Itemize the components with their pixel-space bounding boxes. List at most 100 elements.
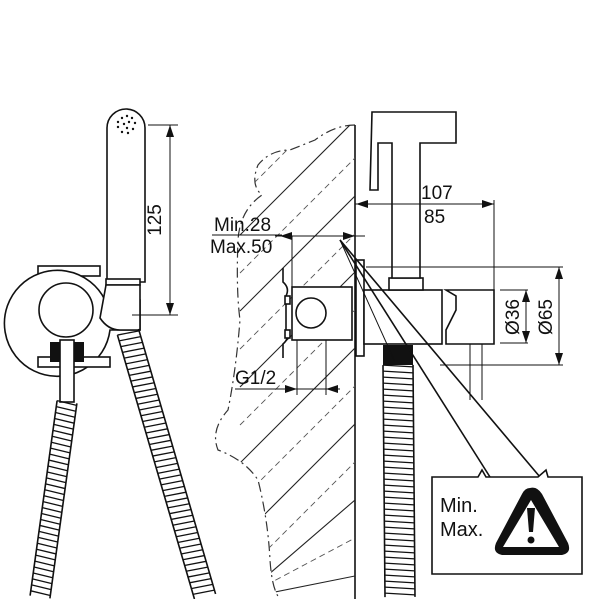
hose-ring: [134, 387, 156, 394]
front-view: 125: [3, 108, 217, 599]
hose-ring: [383, 430, 414, 434]
hose-ring: [383, 436, 414, 440]
hose-ring: [187, 572, 210, 578]
hose-ring: [43, 495, 64, 502]
hose-ring: [383, 376, 414, 380]
hose-ring: [179, 543, 202, 549]
hose-edge: [412, 364, 416, 597]
hose-ring: [182, 554, 205, 561]
hose-ring: [384, 508, 415, 512]
hose-ring: [52, 435, 72, 442]
hose-ring: [384, 502, 415, 506]
hose-ring: [30, 590, 51, 597]
hose-ring: [177, 537, 200, 544]
hose-ring: [383, 478, 415, 482]
hose-ring: [118, 335, 141, 342]
hose-ring: [384, 532, 415, 536]
hose-ring: [154, 456, 177, 463]
hose-ring: [165, 497, 188, 503]
hose-ring: [31, 584, 52, 591]
dimension-projection: 107 85: [355, 183, 495, 290]
hatch-line: [239, 499, 355, 599]
hose-ring: [384, 562, 415, 566]
hose-ring: [192, 589, 215, 595]
hose-ring: [190, 583, 213, 590]
hose-ring: [48, 459, 69, 466]
hose-ring: [124, 353, 146, 359]
hose-ring: [32, 578, 53, 585]
hose-ring: [384, 586, 415, 590]
hose-ring: [189, 577, 212, 584]
warning-max-label: Max.: [440, 519, 483, 541]
side-section-view: Min.28 Max.50 G1/2 107 85: [210, 6, 583, 599]
hose-ring: [174, 526, 197, 532]
hose-ring: [383, 424, 414, 428]
hose-ring: [35, 554, 56, 561]
hose-ring: [137, 399, 160, 405]
hose-ring: [132, 382, 155, 388]
hose-ring: [383, 412, 414, 416]
hose-ring: [34, 560, 55, 567]
warning-triangle-icon: [494, 487, 570, 555]
hose-ring: [56, 405, 76, 412]
hose-ring: [383, 370, 414, 374]
warning-min-label: Min.: [440, 495, 478, 517]
hose-ring: [149, 439, 172, 446]
hose-ring: [383, 484, 415, 488]
hose-ring: [384, 568, 415, 572]
hose-ring: [384, 544, 415, 548]
hatch-line: [239, 125, 355, 236]
handset: [105, 108, 146, 286]
hatch-line: [240, 6, 355, 121]
spray-nozzles-icon: [116, 114, 137, 135]
hatch-line: [239, 423, 355, 540]
hose-ring: [135, 393, 158, 400]
hose-ring: [384, 550, 415, 554]
hose-ring: [384, 580, 415, 584]
hatch-line: [239, 125, 355, 160]
hose-ring: [37, 542, 58, 549]
bidet-sprayer: [369, 111, 457, 279]
dimension-label-107: 107: [421, 183, 453, 204]
dimension-diameters: Ø36 Ø65: [366, 266, 563, 366]
hose-ring: [383, 448, 414, 452]
hose-ring: [384, 496, 415, 500]
hose-ring: [47, 465, 68, 472]
hose-ring: [120, 341, 143, 348]
hatch-line: [239, 385, 355, 502]
hose-ring: [46, 477, 67, 484]
hatch-line: [239, 195, 355, 312]
supply-hose: [382, 364, 416, 598]
hatch-line: [239, 157, 355, 274]
hose-ring: [140, 410, 163, 417]
hose-ring: [383, 388, 414, 392]
hose-ring: [52, 429, 73, 436]
hose-ring: [130, 376, 153, 382]
dimension-label-min: Min.28: [214, 215, 271, 236]
hose-ring: [164, 491, 187, 498]
hose-ring: [172, 520, 195, 526]
dimension-label-d36: Ø36: [503, 299, 524, 335]
hose-ring: [382, 364, 414, 368]
hose-edge: [49, 403, 78, 599]
hose-ring: [54, 417, 75, 424]
hose-ring: [38, 536, 58, 543]
hose-ring: [117, 330, 140, 336]
hatch-line: [239, 575, 355, 599]
hose-ring: [159, 474, 182, 480]
callout-lines: [339, 239, 541, 478]
hose-ring: [167, 503, 190, 509]
hose-ring: [127, 364, 150, 371]
hose-ring: [170, 514, 193, 521]
hose-ring: [47, 471, 67, 478]
hose-ring: [384, 538, 415, 542]
dimension-label-thread: G1/2: [235, 368, 276, 389]
hose-ring: [384, 526, 415, 530]
hose-ring: [155, 462, 178, 469]
hose-ring: [383, 454, 414, 458]
hose-ring: [145, 428, 168, 434]
hose-ring: [139, 405, 162, 411]
hose-ring: [142, 416, 165, 423]
hose-ring: [383, 460, 414, 464]
